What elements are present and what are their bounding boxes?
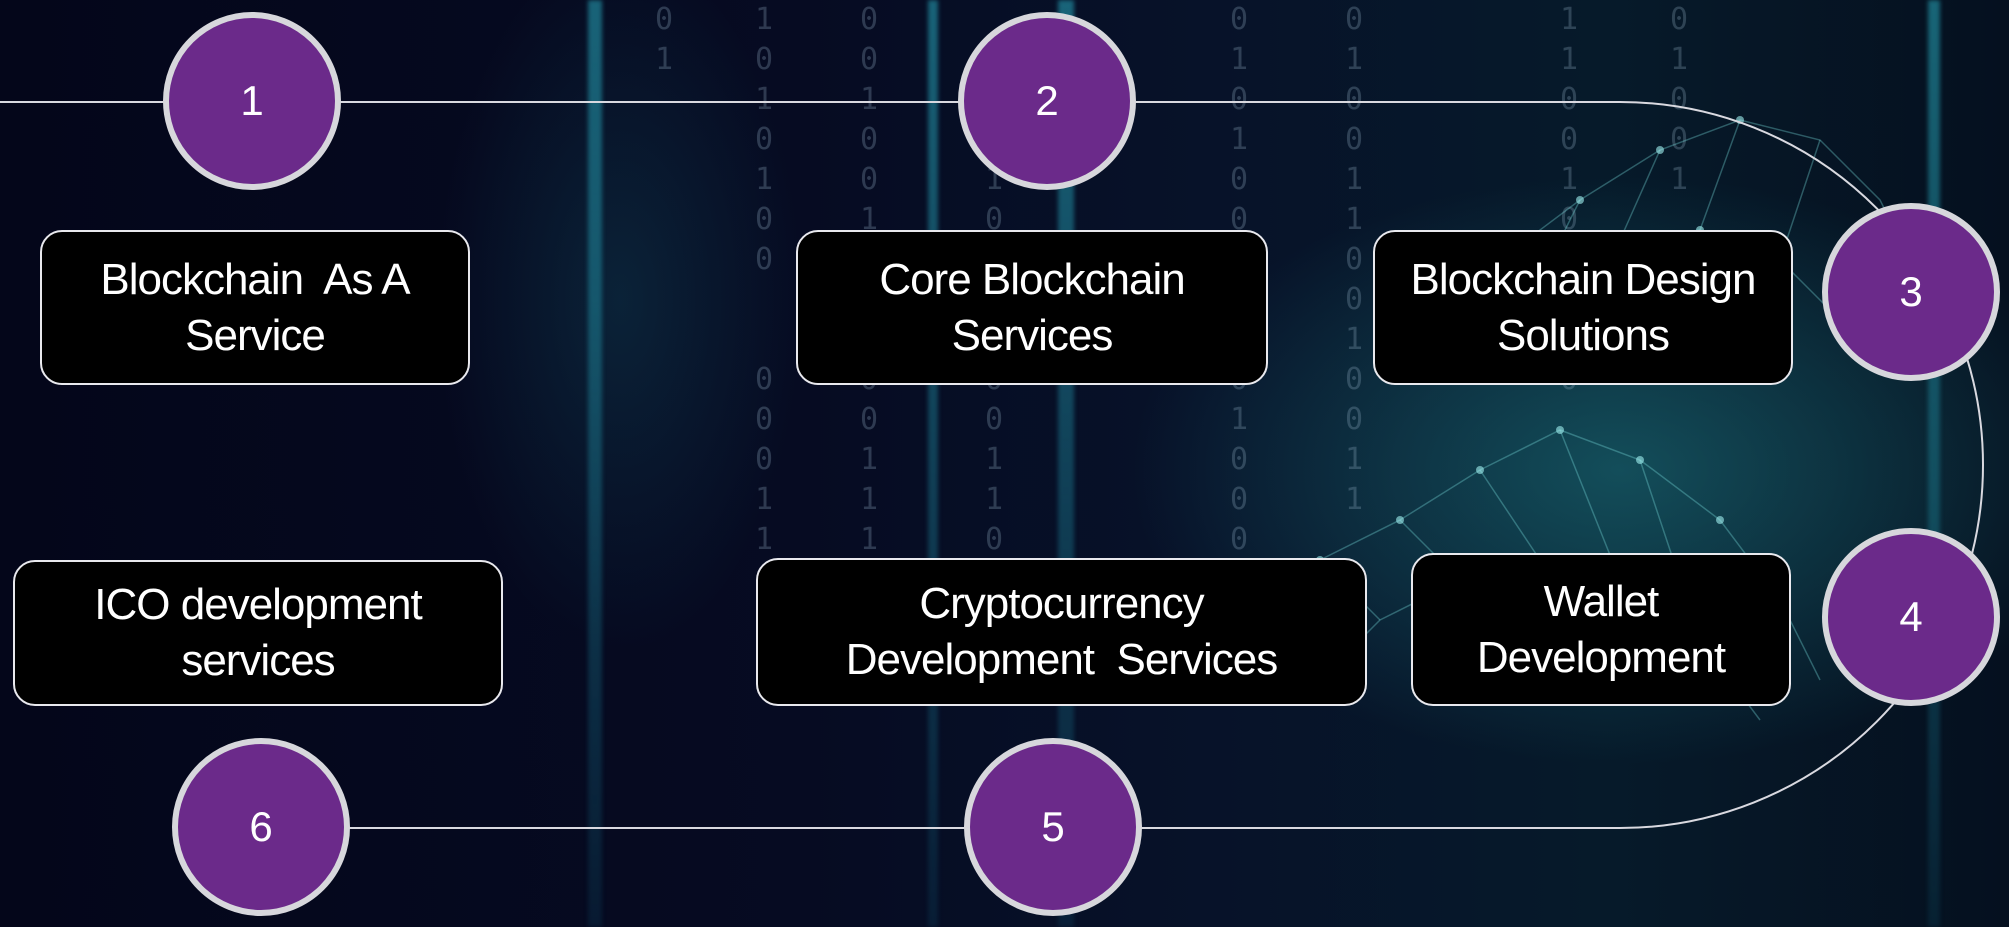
step-number: 3: [1899, 268, 1923, 315]
step-5-label-box: Cryptocurrency Development Services: [756, 558, 1367, 706]
step-6-circle: 6: [172, 738, 350, 916]
step-label: Blockchain As A Service: [100, 254, 410, 360]
step-number: 2: [1035, 77, 1059, 124]
step-2-circle: 2: [958, 12, 1136, 190]
light-beam: [928, 0, 938, 927]
step-label: Core Blockchain Services: [879, 254, 1185, 360]
step-1-label-box: Blockchain As A Service: [40, 230, 470, 385]
step-label: ICO development services: [94, 580, 422, 685]
step-2-label-box: Core Blockchain Services: [796, 230, 1268, 385]
binary-digit-column: 0 1: [655, 2, 674, 77]
step-4-circle: 4: [1822, 528, 2000, 706]
step-number: 5: [1041, 803, 1065, 850]
light-beam: [588, 0, 602, 927]
binary-digit-column: 0 1 0 0 1 1 0 0 1 0 0 1 1: [1345, 2, 1364, 517]
step-number: 1: [240, 77, 264, 124]
step-3-label-box: Blockchain Design Solutions: [1373, 230, 1793, 385]
connector-line: [0, 101, 1984, 829]
step-number: 6: [249, 803, 273, 850]
step-number: 4: [1899, 593, 1923, 640]
step-3-circle: 3: [1822, 203, 2000, 381]
step-4-label-box: Wallet Development: [1411, 553, 1791, 706]
step-1-circle: 1: [163, 12, 341, 190]
step-label: Cryptocurrency Development Services: [845, 579, 1278, 684]
step-label: Wallet Development: [1476, 576, 1726, 682]
step-6-label-box: ICO development services: [13, 560, 503, 706]
step-label: Blockchain Design Solutions: [1410, 254, 1757, 360]
step-5-circle: 5: [964, 738, 1142, 916]
